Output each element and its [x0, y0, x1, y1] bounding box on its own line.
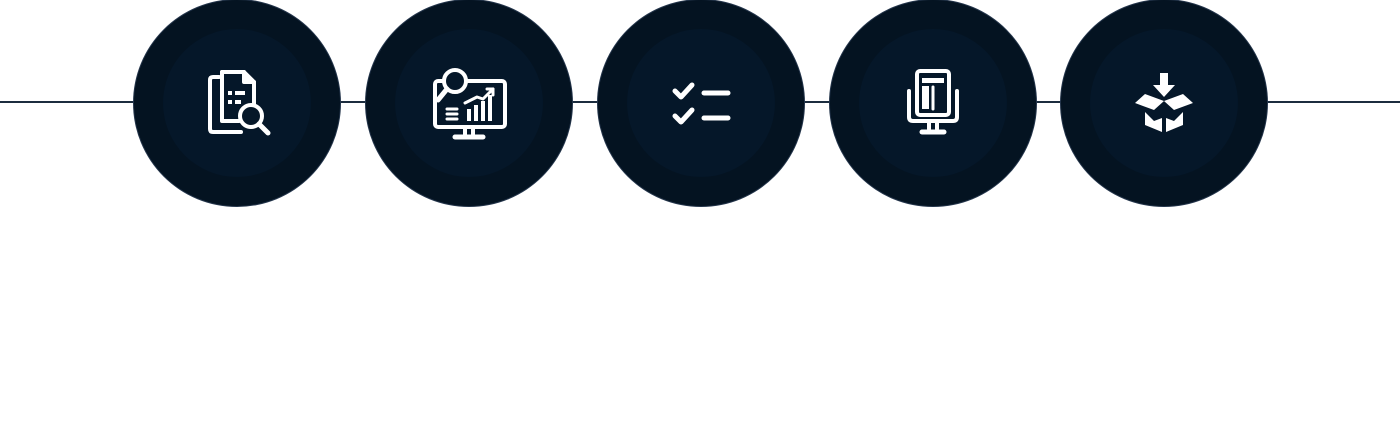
step-inner-circle: [163, 29, 311, 177]
step-checklist[interactable]: [598, 0, 804, 206]
step-document-review[interactable]: [134, 0, 340, 206]
delivery-box-icon: [1116, 55, 1212, 151]
step-analytics[interactable]: [366, 0, 572, 206]
document-search-icon: [189, 55, 285, 151]
analytics-monitor-icon: [421, 55, 517, 151]
step-inner-circle: [859, 29, 1007, 177]
step-desktop-layout[interactable]: [830, 0, 1036, 206]
step-inner-circle: [395, 29, 543, 177]
step-inner-circle: [1090, 29, 1238, 177]
desktop-layout-icon: [885, 55, 981, 151]
step-delivery[interactable]: [1061, 0, 1267, 206]
checklist-icon: [653, 55, 749, 151]
process-steps: [0, 0, 1400, 210]
step-inner-circle: [627, 29, 775, 177]
